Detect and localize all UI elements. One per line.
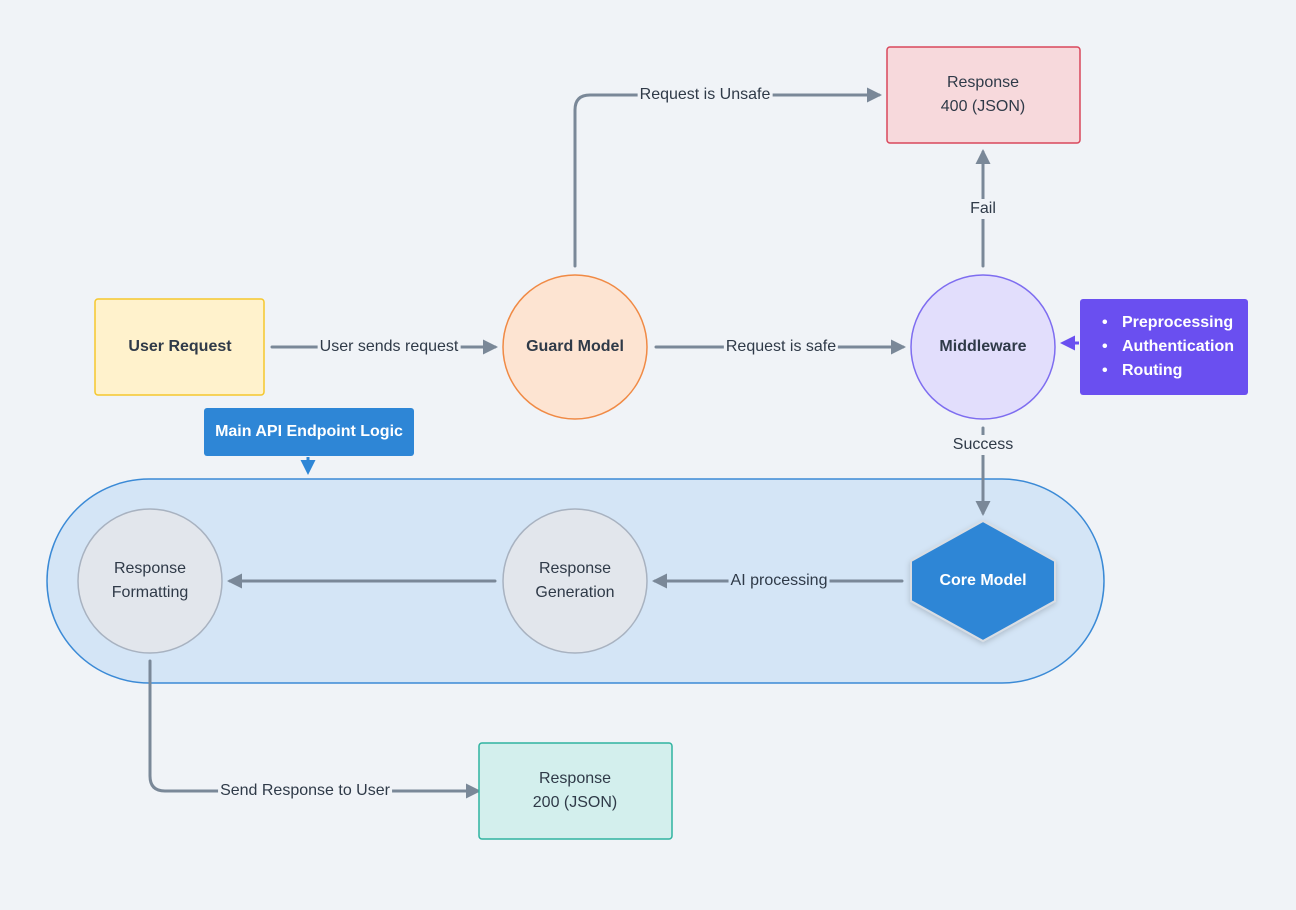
- response-formatting-line1: Response: [113, 560, 187, 577]
- response-formatting-node: [77, 508, 223, 654]
- edge-label-user-sends-request: User sends request: [317, 337, 461, 357]
- response-generation-node: [502, 508, 648, 654]
- response-400-node: [886, 46, 1081, 144]
- middleware-steps-list: Preprocessing Authentication Routing: [1102, 311, 1248, 383]
- core-model-node: [910, 519, 1056, 643]
- middleware-node: [910, 274, 1056, 420]
- main-api-tag: Main API Endpoint Logic: [204, 408, 414, 456]
- response-generation-line1: Response: [538, 560, 612, 577]
- edge-formatting-to-200: [148, 659, 481, 799]
- response-formatting-label: Response Formatting: [112, 557, 188, 605]
- edge-label-send-response-to-user: Send Response to User: [218, 781, 392, 801]
- response-generation-line2: Generation: [535, 584, 615, 601]
- edge-label-request-is-unsafe: Request is Unsafe: [637, 85, 773, 105]
- edge-label-fail: Fail: [968, 199, 998, 219]
- edge-label-ai-processing: AI processing: [728, 571, 830, 591]
- middleware-step-item: Authentication: [1102, 335, 1248, 359]
- middleware-steps-tag: Preprocessing Authentication Routing: [1080, 299, 1248, 395]
- middleware-label: Middleware: [939, 338, 1027, 355]
- response-400-line2: 400 (JSON): [940, 98, 1026, 115]
- user-request-label: User Request: [128, 338, 232, 355]
- response-formatting-line2: Formatting: [111, 584, 189, 601]
- response-200-line2: 200 (JSON): [532, 794, 618, 811]
- edge-label-success: Success: [950, 435, 1016, 455]
- response-generation-label: Response Generation: [535, 557, 614, 605]
- edge-guard-to-400: [573, 87, 882, 268]
- response-200-label: Response 200 (JSON): [533, 767, 617, 815]
- core-model-label: Core Model: [939, 572, 1027, 589]
- user-request-node: [94, 298, 265, 396]
- guard-model-node: [502, 274, 648, 420]
- guard-model-label: Guard Model: [526, 338, 624, 355]
- middleware-step-item: Routing: [1102, 359, 1248, 383]
- response-400-label: Response 400 (JSON): [941, 71, 1025, 119]
- response-200-node: [478, 742, 673, 840]
- response-400-line1: Response: [946, 74, 1020, 91]
- middleware-step-item: Preprocessing: [1102, 311, 1248, 335]
- response-200-line1: Response: [538, 770, 612, 787]
- edge-label-request-is-safe: Request is safe: [723, 337, 839, 357]
